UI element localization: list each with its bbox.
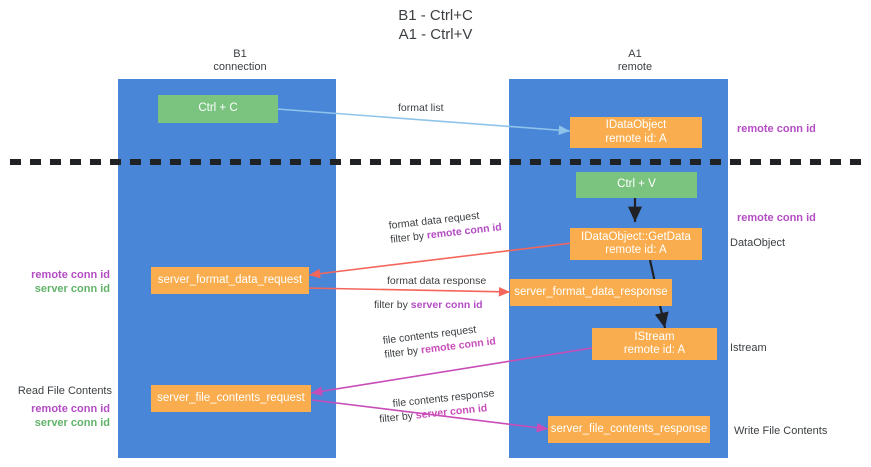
filter-prefix: filter by <box>374 299 411 311</box>
note-remote-conn-id-mid: remote conn id <box>737 212 816 224</box>
note-istream: Istream <box>730 342 767 354</box>
filter-key: server conn id <box>410 299 483 311</box>
note-remote-conn-id-top: remote conn id <box>737 123 816 135</box>
box-ctrl-v[interactable]: Ctrl + V <box>576 172 697 198</box>
lane-header-a1: A1 remote <box>617 48 653 73</box>
filter-prefix: filter by <box>378 409 417 426</box>
note-read-file-contents: Read File Contents <box>17 385 112 397</box>
edge-label-file-contents-response-group: file contents response filter by server … <box>379 386 503 425</box>
edge-label-format-list: format list <box>398 102 444 114</box>
box-ctrl-c[interactable]: Ctrl + C <box>158 95 278 123</box>
note-write-file-contents: Write File Contents <box>734 425 828 437</box>
note-left-remote-conn-id: remote conn id <box>31 269 110 281</box>
filter-prefix: filter by <box>389 229 428 246</box>
filter-prefix: filter by <box>383 344 422 361</box>
box-istream[interactable]: IStream remote id: A <box>592 328 717 360</box>
box-server-format-data-request[interactable]: server_format_data_request <box>151 267 309 294</box>
note-data-object: DataObject <box>730 237 786 249</box>
diagram-title: B1 - Ctrl+C A1 - Ctrl+V <box>398 7 473 43</box>
edge-label-format-data-response-filter: filter by server conn id <box>374 298 483 312</box>
box-idataobject-clipboard[interactable]: IDataObject remote id: A <box>570 117 702 148</box>
edge-label-format-data-response: format data response <box>387 275 487 287</box>
note-left-server-conn-id: server conn id <box>34 283 110 295</box>
note-left-server-conn-id-2: server conn id <box>34 417 110 429</box>
box-idataobject-getdata[interactable]: IDataObject::GetData remote id: A <box>570 228 702 260</box>
lane-header-b1: B1 connection <box>213 48 267 73</box>
box-server-file-contents-request[interactable]: server_file_contents_request <box>151 385 311 412</box>
note-left-remote-conn-id-2: remote conn id <box>31 403 110 415</box>
edge-label-file-contents-request-group: file contents request filter by remote c… <box>382 320 497 361</box>
box-server-format-data-response[interactable]: server_format_data_response <box>510 279 672 306</box>
edge-label-format-data-request-group: format data request filter by remote con… <box>388 206 502 247</box>
box-server-file-contents-response[interactable]: server_file_contents_response <box>548 416 710 443</box>
